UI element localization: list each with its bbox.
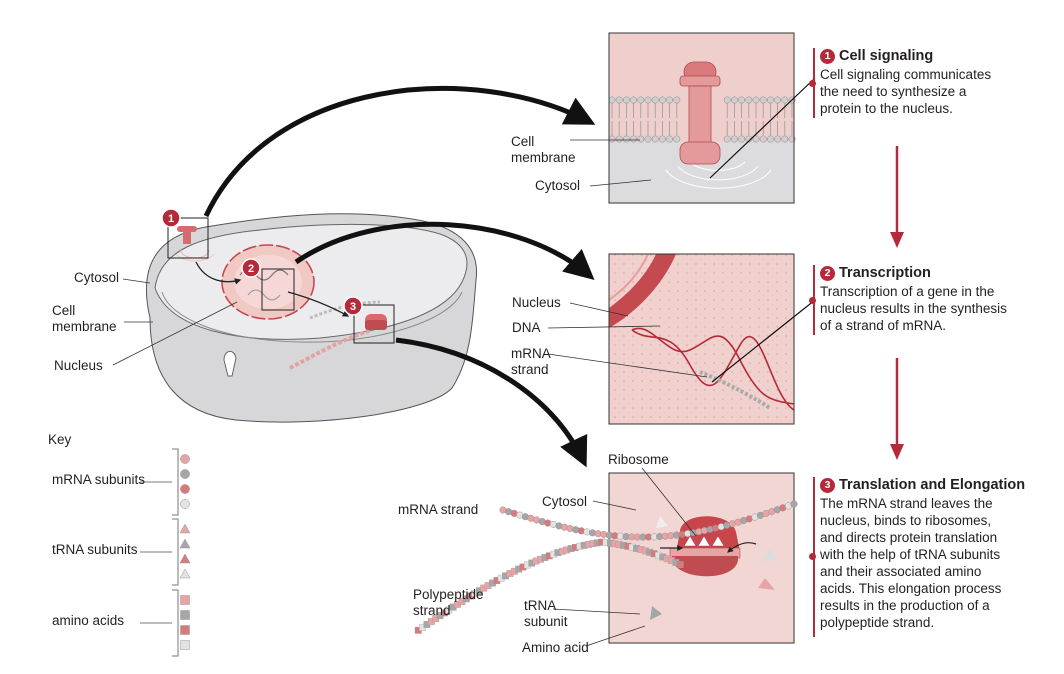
key-label-amino-acids: amino acids — [52, 613, 125, 628]
step-2-title: Transcription — [839, 265, 931, 281]
panel3-label-mrna-strand: mRNA strand — [398, 502, 479, 517]
step-1-body: Cell signaling communicates the need to … — [820, 67, 992, 116]
step-arrow-1-2 — [890, 146, 904, 248]
key-title: Key — [48, 432, 72, 447]
panel3-label-cytosol: Cytosol — [542, 494, 588, 509]
step-arrow-2-3 — [890, 358, 904, 460]
panel-cell-signaling — [608, 32, 796, 204]
panel-translation — [608, 472, 795, 644]
panel2-label-mrna-strand: mRNA strand — [511, 346, 551, 377]
step-transcription: 2 Transcription Transcription of a gene i… — [820, 265, 1060, 334]
mrna-strand-beads — [499, 500, 798, 541]
big-arrow-3 — [395, 337, 588, 468]
step-1-title: Cell signaling — [839, 48, 934, 64]
marker-1: 1 — [161, 208, 181, 228]
key-label-mrna-subunits: mRNA subunits — [52, 472, 146, 487]
step-2-rule-dot — [809, 297, 816, 304]
step-3-title: Translation and Elongation — [839, 477, 1026, 493]
step-2-badge: 2 — [820, 266, 835, 281]
label-nucleus: Nucleus — [54, 358, 103, 373]
panel3-label-amino-acid: Amino acid — [522, 640, 589, 655]
step-1-badge: 1 — [820, 49, 835, 64]
step-1-rule-dot — [809, 80, 816, 87]
panel3-label-polypeptide-strand: Polypeptide strand — [413, 587, 484, 618]
polypeptide-strand-beads — [414, 538, 684, 634]
label-cytosol: Cytosol — [74, 270, 120, 285]
step-3-body: The mRNA strand leaves the nucleus, bind… — [820, 496, 1002, 630]
panel2-label-nucleus: Nucleus — [512, 295, 561, 310]
panel-transcription — [608, 253, 795, 425]
step-3-rule-dot — [809, 553, 816, 560]
key-label-trna-subunits: tRNA subunits — [52, 542, 138, 557]
big-arrow-1 — [203, 85, 596, 218]
zoom-box-2 — [261, 268, 295, 311]
marker-2-number: 2 — [248, 263, 254, 275]
panel2-label-dna: DNA — [512, 320, 541, 335]
zoom-box-3 — [353, 304, 395, 344]
big-arrow-2 — [294, 221, 595, 280]
marker-3: 3 — [343, 296, 363, 316]
marker-3-number: 3 — [350, 301, 356, 313]
zoom-box-1 — [167, 217, 209, 259]
marker-2: 2 — [241, 258, 261, 278]
step-3-badge: 3 — [820, 478, 835, 493]
panel1-label-cell-membrane: Cell membrane — [511, 134, 576, 165]
step-2-body: Transcription of a gene in the nucleus r… — [820, 284, 1007, 333]
step-translation-elongation: 3 Translation and Elongation The mRNA str… — [820, 477, 1060, 631]
cell-illustration — [145, 213, 478, 423]
label-cell-membrane: Cell membrane — [52, 303, 117, 334]
panel1-label-cytosol: Cytosol — [535, 178, 581, 193]
marker-1-number: 1 — [168, 213, 174, 225]
step-cell-signaling: 1 Cell signaling Cell signaling communica… — [820, 48, 1060, 117]
mrna-arrow — [287, 291, 350, 317]
signal-arrow — [195, 261, 242, 285]
panel3-label-ribosome: Ribosome — [608, 452, 669, 467]
key-glyphs — [140, 448, 191, 657]
panel3-label-trna-subunit: tRNA subunit — [524, 598, 568, 629]
